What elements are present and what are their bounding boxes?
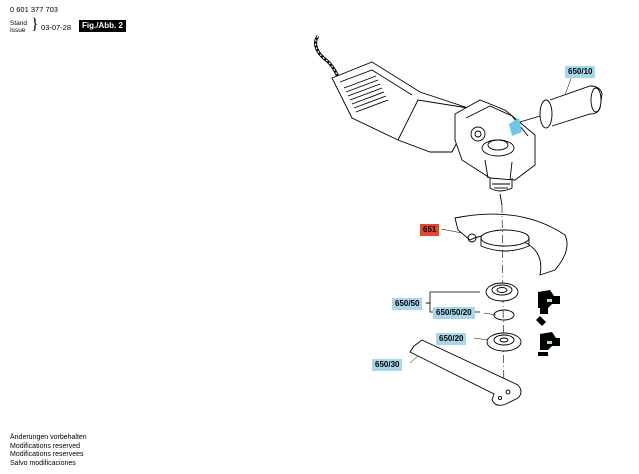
part-label-650-10[interactable]: 650/10 <box>565 66 596 78</box>
o-ring-drawing <box>493 309 515 321</box>
grinder-body <box>331 61 536 206</box>
flange-drawing <box>485 282 519 302</box>
clamping-nut-drawing <box>486 332 522 352</box>
part-label-650-30[interactable]: 650/30 <box>372 359 403 371</box>
spanner-drawing <box>409 339 522 406</box>
footer-note: Salvo modificaciones <box>10 459 76 467</box>
part-label-650-50[interactable]: 650/50 <box>392 298 423 310</box>
stand-issue-labels: Stand Issue <box>10 20 27 34</box>
auxiliary-handle-drawing <box>519 85 603 129</box>
part-label-651[interactable]: 651 <box>420 224 440 236</box>
issue-label: Issue <box>10 27 26 34</box>
part-label-650-20[interactable]: 650/20 <box>436 333 467 345</box>
footer-note: Modifications reserved <box>10 442 81 450</box>
brace-symbol: } <box>31 16 39 33</box>
accent-highlight <box>509 118 522 136</box>
footer-note: Modifications reservees <box>10 451 84 458</box>
footer-note: Änderungen vorbehalten <box>10 434 87 441</box>
stand-label: Stand <box>10 20 27 27</box>
footer-notes: Änderungen vorbehalten Modifications res… <box>10 434 87 468</box>
figure-label: Fig./Abb. 2 <box>79 20 126 32</box>
part-number: 0 601 377 703 <box>10 5 58 14</box>
issue-date: 03-07-28 <box>41 23 72 32</box>
part-label-650-50-20[interactable]: 650/50/20 <box>433 307 475 319</box>
protective-guard-drawing <box>454 213 568 276</box>
